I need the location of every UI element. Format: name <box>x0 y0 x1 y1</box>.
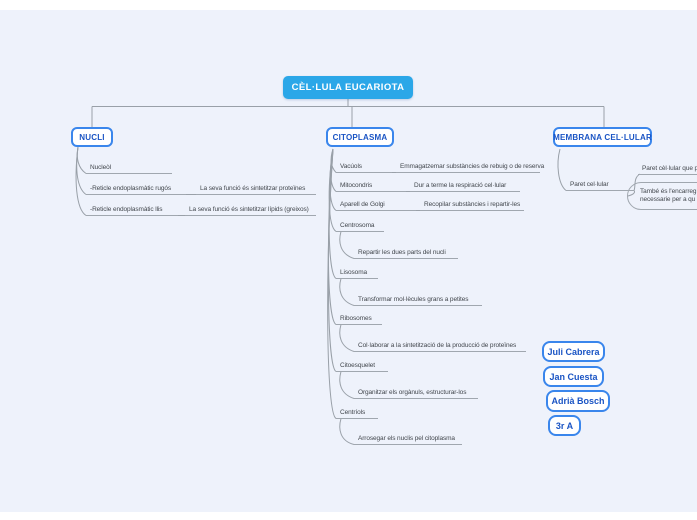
paret-note-line1: També és l'encarreg <box>640 188 697 195</box>
topic-nucleol[interactable]: Nucleòl <box>86 164 172 174</box>
topic-mitocondris[interactable]: Mitocondris <box>336 182 406 192</box>
topic-paret-cellular-desc[interactable]: Paret cèl·lular que p <box>638 165 697 175</box>
topic-centriols[interactable]: Centríols <box>336 409 378 419</box>
topic-vacuols[interactable]: Vacúols <box>336 163 392 173</box>
author-label: 3r A <box>555 420 574 431</box>
topic-citoesquelet[interactable]: Citoesquelet <box>336 362 388 372</box>
author-node-jan-cuesta[interactable]: Jan Cuesta <box>543 366 604 387</box>
topic-centrosoma-funcio[interactable]: Repartir les dues parts del nucli <box>354 249 458 259</box>
author-node-3r-a[interactable]: 3r A <box>548 415 581 436</box>
branch-node-nucli-label: NUCLI <box>79 132 105 142</box>
topic-citoesquelet-funcio[interactable]: Organitzar els orgànuls, estructurar-los <box>354 389 478 399</box>
topic-paret-note-ellipse[interactable]: També és l'encarreg necessarie per a qu <box>627 182 697 210</box>
topic-ribosomes[interactable]: Ribosomes <box>336 315 382 325</box>
topic-lisosoma-funcio[interactable]: Transformar mol·lècules grans a petites <box>354 296 482 306</box>
author-label: Adrià Bosch <box>551 396 605 406</box>
topic-centriols-funcio[interactable]: Arrosegar els nuclis pel citoplasma <box>354 435 462 445</box>
author-node-juli-cabrera[interactable]: Juli Cabrera <box>542 341 605 362</box>
branch-node-citoplasma[interactable]: CITOPLASMA <box>326 127 394 147</box>
branch-node-membrana-label: MEMBRANA CEL·LULAR <box>553 132 652 142</box>
author-node-adria-bosch[interactable]: Adrià Bosch <box>546 390 610 412</box>
topic-ribosomes-funcio[interactable]: Col·laborar a la sintetització de la pro… <box>354 342 526 352</box>
topic-reticle-rugos[interactable]: -Reticle endoplasmàtic rugós <box>86 185 186 195</box>
topic-reticle-llis[interactable]: -Reticle endoplasmàtic llis <box>86 206 178 216</box>
topic-lisosoma[interactable]: Lisosoma <box>336 269 378 279</box>
root-node-label: CÈL·LULA EUCARIOTA <box>291 82 405 93</box>
connector-lines <box>75 99 641 445</box>
author-label: Jan Cuesta <box>549 371 598 382</box>
author-label: Juli Cabrera <box>547 346 600 357</box>
branch-node-nucli[interactable]: NUCLI <box>71 127 113 147</box>
topic-reticle-rugos-funcio[interactable]: La seva funció és sintetitzar proteïnes <box>196 185 316 195</box>
topic-aparell-golgi-funcio[interactable]: Recopilar substàncies i repartir-les <box>420 201 524 211</box>
topic-reticle-llis-funcio[interactable]: La seva funció és sintetitzar lípids (gr… <box>185 206 316 216</box>
root-node[interactable]: CÈL·LULA EUCARIOTA <box>283 76 413 99</box>
topic-mitocondris-funcio[interactable]: Dur a terme la respiració cel·lular <box>410 182 520 192</box>
mindmap-canvas: CÈL·LULA EUCARIOTA NUCLI CITOPLASMA MEMB… <box>0 10 697 512</box>
branch-node-membrana[interactable]: MEMBRANA CEL·LULAR <box>553 127 652 147</box>
topic-vacuols-funcio[interactable]: Emmagatzemar substàncies de rebuig o de … <box>396 163 544 173</box>
paret-note-line2: necessarie per a qu <box>640 196 696 203</box>
topic-centrosoma[interactable]: Centrosoma <box>336 222 384 232</box>
branch-node-citoplasma-label: CITOPLASMA <box>332 132 388 142</box>
topic-aparell-golgi[interactable]: Aparell de Golgi <box>336 201 416 211</box>
topic-paret-cellular[interactable]: Paret cel·lular <box>566 181 634 191</box>
